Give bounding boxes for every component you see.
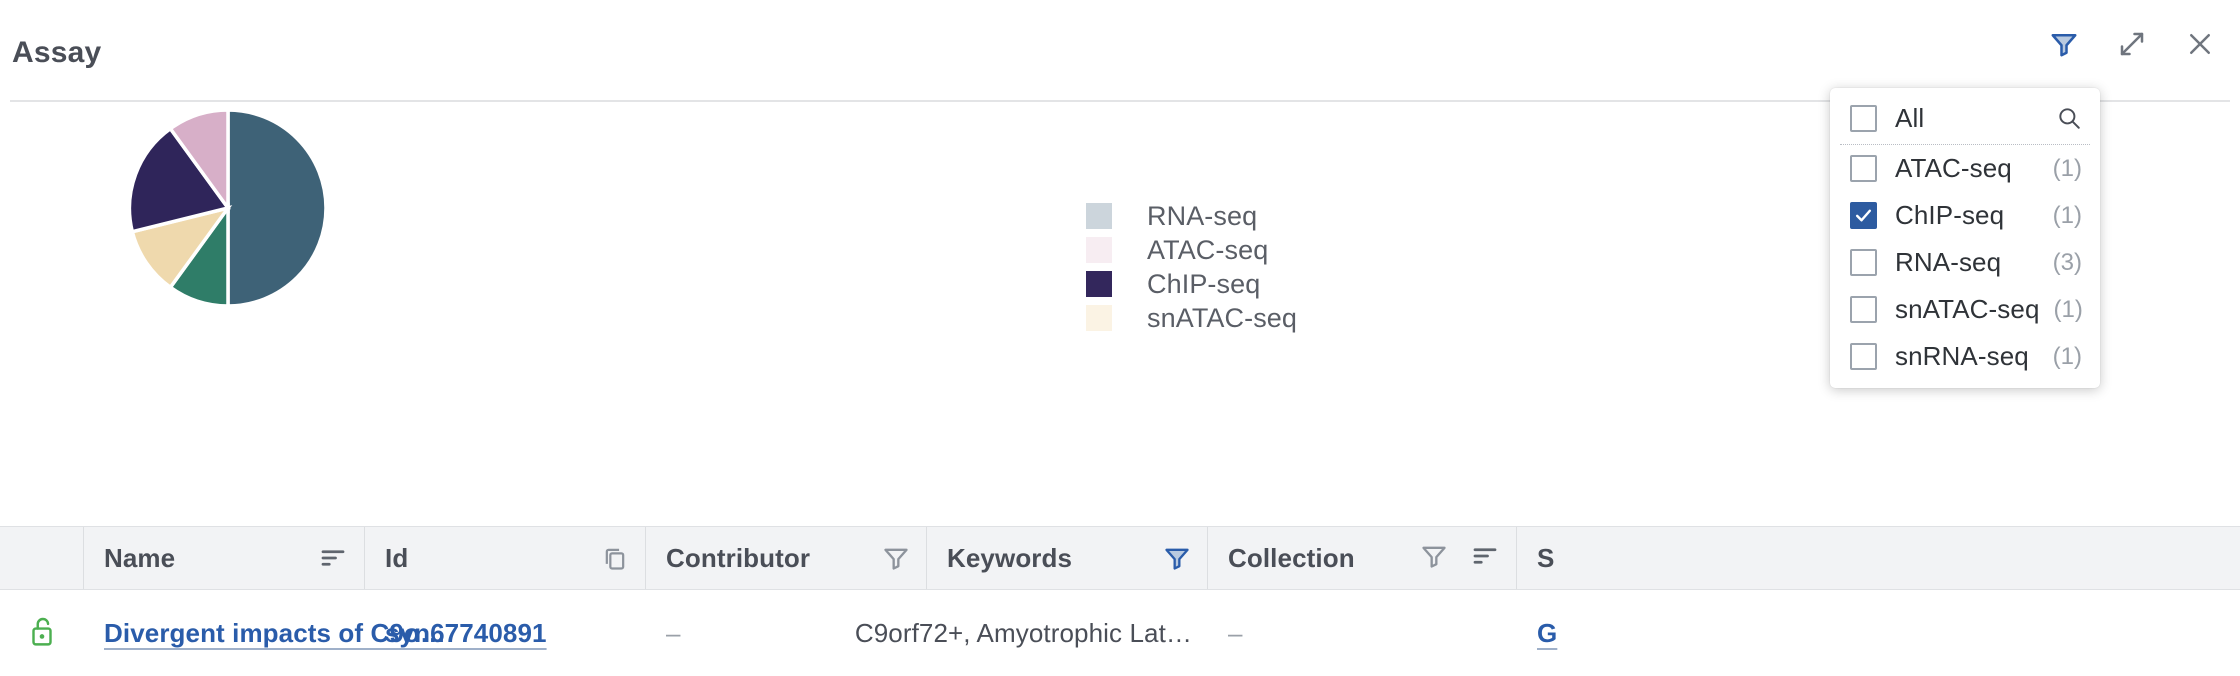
- table-header-select: [0, 527, 84, 589]
- legend-swatch-atac-seq: [1086, 237, 1112, 263]
- row-id-cell: syn67740891: [365, 590, 646, 676]
- dropdown-option-snatac-seq[interactable]: snATAC-seq (1): [1830, 286, 2100, 333]
- dropdown-option-snrna-seq[interactable]: snRNA-seq (1): [1830, 333, 2100, 380]
- dropdown-option-label: snRNA-seq: [1895, 341, 2029, 371]
- keywords-filter-icon[interactable]: [1145, 544, 1191, 572]
- column-label: Keywords: [947, 542, 1073, 573]
- dropdown-option-chip-seq[interactable]: ChIP-seq (1): [1830, 192, 2100, 239]
- expand-icon[interactable]: [2114, 26, 2150, 62]
- checkbox-all[interactable]: [1850, 104, 1877, 132]
- checkbox-snatac-seq[interactable]: [1850, 296, 1877, 323]
- search-icon[interactable]: [2056, 105, 2082, 131]
- legend-swatch-chip-seq: [1086, 271, 1112, 297]
- dropdown-option-label: ATAC-seq: [1895, 153, 2012, 183]
- copy-icon[interactable]: [583, 544, 629, 572]
- row-lock-cell: [0, 590, 84, 676]
- dropdown-option-atac-seq[interactable]: ATAC-seq (1): [1830, 145, 2100, 192]
- results-table: Name Id: [0, 526, 2240, 676]
- table-header-contributor[interactable]: Contributor: [646, 527, 927, 589]
- column-label: Name: [104, 542, 176, 573]
- header-divider: [10, 100, 2230, 102]
- table-header-name[interactable]: Name: [84, 527, 365, 589]
- page-title: Assay: [12, 36, 102, 69]
- dropdown-option-label: All: [1895, 102, 1925, 133]
- dropdown-option-count: (1): [2053, 295, 2083, 323]
- table-header-row: Name Id: [0, 526, 2240, 590]
- assay-filter-dropdown: All ATAC-seq (1) ChIP-seq (1): [1830, 88, 2100, 388]
- table-row[interactable]: Divergent impacts of C9o… syn67740891 – …: [0, 590, 2240, 676]
- row-collection-cell: –: [1208, 590, 1517, 676]
- dropdown-option-count: (1): [2052, 154, 2082, 182]
- row-collection-value: –: [1228, 617, 1243, 648]
- collection-sort-icon[interactable]: [1470, 541, 1500, 576]
- column-label: S: [1537, 542, 1555, 573]
- row-id-link[interactable]: syn67740891: [385, 617, 547, 648]
- legend-swatch-rna-seq: [1086, 203, 1112, 229]
- legend-label: ATAC-seq: [1147, 234, 1269, 265]
- column-label: Collection: [1228, 542, 1355, 573]
- legend-label: snATAC-seq: [1147, 302, 1298, 333]
- column-label: Id: [385, 542, 409, 573]
- legend-swatch-snatac-seq: [1086, 305, 1112, 331]
- pie-slice-rna-seq: [226, 108, 328, 308]
- chart-legend: RNA-seq ATAC-seq ChIP-seq snATAC-seq: [1086, 199, 1297, 335]
- row-s-cell: G: [1517, 590, 2240, 676]
- table-header-collection[interactable]: Collection: [1208, 527, 1517, 589]
- table-header-keywords[interactable]: Keywords: [927, 527, 1208, 589]
- pie-slice-chip-seq: [127, 126, 231, 234]
- header-actions: [2046, 26, 2218, 62]
- row-s-link[interactable]: G: [1537, 617, 1558, 648]
- row-keywords-value: C9orf72+, Amyotrophic Lat…: [854, 617, 1192, 648]
- legend-label: ChIP-seq: [1147, 268, 1261, 299]
- row-name-cell: Divergent impacts of C9o…: [84, 590, 446, 676]
- dropdown-option-label: ChIP-seq: [1895, 200, 2005, 230]
- unlock-icon[interactable]: [27, 614, 57, 653]
- dropdown-option-label: snATAC-seq: [1895, 294, 2040, 324]
- collection-header-icons: [1402, 541, 1500, 576]
- legend-item[interactable]: ATAC-seq: [1086, 233, 1297, 267]
- legend-item[interactable]: ChIP-seq: [1086, 267, 1297, 301]
- chart-area: RNA-seq ATAC-seq ChIP-seq snATAC-seq: [0, 103, 2240, 355]
- column-label: Contributor: [666, 542, 811, 573]
- dropdown-option-count: (1): [2052, 342, 2082, 370]
- dropdown-option-all[interactable]: All: [1830, 94, 2100, 142]
- assay-pie-chart: [127, 108, 328, 308]
- checkbox-snrna-seq[interactable]: [1850, 343, 1877, 370]
- close-icon[interactable]: [2182, 26, 2218, 62]
- row-contributor-cell: –: [646, 590, 927, 676]
- filter-icon[interactable]: [2046, 26, 2082, 62]
- table-header-id[interactable]: Id: [365, 527, 646, 589]
- dropdown-option-count: (1): [2052, 201, 2082, 229]
- panel-header: Assay: [0, 0, 2240, 102]
- checkbox-rna-seq[interactable]: [1850, 249, 1877, 276]
- contributor-filter-icon[interactable]: [864, 544, 910, 572]
- dropdown-option-label: RNA-seq: [1895, 247, 2002, 277]
- legend-item[interactable]: RNA-seq: [1086, 199, 1297, 233]
- legend-item[interactable]: snATAC-seq: [1086, 301, 1297, 335]
- checkbox-atac-seq[interactable]: [1850, 155, 1877, 182]
- name-sort-icon[interactable]: [300, 543, 348, 573]
- dropdown-option-rna-seq[interactable]: RNA-seq (3): [1830, 239, 2100, 286]
- row-name-link[interactable]: Divergent impacts of C9o…: [104, 617, 447, 648]
- row-keywords-cell: C9orf72+, Amyotrophic Lat…: [855, 590, 1208, 676]
- collection-filter-icon[interactable]: [1420, 542, 1448, 575]
- checkbox-chip-seq[interactable]: [1850, 202, 1877, 229]
- check-icon: [1855, 209, 1872, 222]
- table-header-s[interactable]: S: [1517, 527, 2240, 589]
- legend-label: RNA-seq: [1147, 200, 1258, 231]
- pie-slice-atac-seq: [167, 108, 230, 214]
- dropdown-divider: [1840, 144, 2090, 145]
- row-contributor-value: –: [666, 617, 681, 648]
- dropdown-option-count: (3): [2052, 248, 2082, 276]
